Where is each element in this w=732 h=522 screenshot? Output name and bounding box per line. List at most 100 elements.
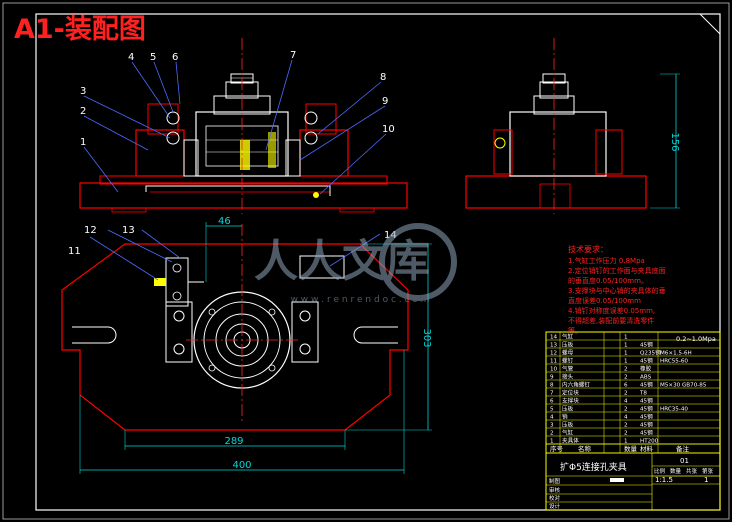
title-part-name: 扩Φ5连接孔夹具 xyxy=(560,461,627,473)
bom-header: 序号 名称 数量 材料 备注 xyxy=(545,443,721,454)
dim-289: 289 xyxy=(224,436,243,447)
bom-cell: 4 xyxy=(624,414,628,420)
bom-cell: 12 xyxy=(550,350,557,356)
bom-cell: 2 xyxy=(624,406,628,412)
bom-cell: 45钢 xyxy=(640,420,653,428)
frame-corner-mark xyxy=(699,13,721,35)
notes-heading: 技术要求： xyxy=(568,244,608,254)
sheet-title: A1-装配图 xyxy=(14,14,146,45)
bom-cell: 2 xyxy=(624,366,628,372)
bom-cell: 2 xyxy=(624,390,628,396)
front-leaders xyxy=(83,59,387,195)
plan-clamp-right xyxy=(291,301,319,363)
balloon-9: 9 xyxy=(382,96,388,107)
bom-cell: 1 xyxy=(624,342,628,348)
note-line-4: 3.支撑块与中心销的夹具体的垂 xyxy=(568,286,666,295)
bom-cell: 2 xyxy=(624,374,628,380)
side-pin xyxy=(494,137,506,149)
balloon-5: 5 xyxy=(150,52,156,63)
bom-cell: 6 xyxy=(624,382,628,388)
bom-cell: 7 xyxy=(550,390,554,396)
plan-cylinder xyxy=(299,255,345,279)
bom-cell: 9 xyxy=(550,374,554,380)
front-foot-left xyxy=(111,207,147,213)
side-view: 156 xyxy=(465,38,680,214)
watermark: 人人文库 w w w . r e n r e n d o c . c o m xyxy=(254,223,457,305)
bom-cell: 8 xyxy=(550,382,554,388)
left-pin-lower xyxy=(166,131,180,145)
sign-label-draw: 制图 xyxy=(549,477,561,485)
plan-pin-left-1 xyxy=(173,310,185,322)
balloon-3: 3 xyxy=(80,86,86,97)
bom-cell: 接头 xyxy=(562,372,574,380)
pressure-label: 0.2~1.0Mpa xyxy=(676,335,716,343)
dim-400: 400 xyxy=(232,460,251,471)
side-cylinder xyxy=(595,129,623,175)
bom-cell: 4 xyxy=(550,414,554,420)
pipe-fitting xyxy=(313,192,319,198)
bom-cell: T8 xyxy=(639,390,647,396)
plan-screw xyxy=(154,278,166,286)
side-clamp-body xyxy=(509,111,607,177)
bom-header-name: 名称 xyxy=(578,444,592,453)
balloon-1: 1 xyxy=(80,137,86,148)
bom-cell: 1 xyxy=(624,438,628,444)
bom-cell: 压板 xyxy=(562,340,574,348)
title-label-sheet: 第张 xyxy=(702,467,714,475)
dim-46: 46 xyxy=(218,216,231,227)
sign-label-proof: 校对 xyxy=(549,494,561,502)
bom-cell: M6×1.5-6H xyxy=(660,350,692,356)
bom-cell: 橡胶 xyxy=(640,364,652,372)
plan-clamp-left xyxy=(165,301,193,363)
locating-block-left xyxy=(240,140,250,170)
front-view xyxy=(79,38,408,214)
bom-cell: 螺钉 xyxy=(562,356,574,364)
balloon-4: 4 xyxy=(128,52,134,63)
right-pin-upper xyxy=(304,111,318,125)
bom-cell: 1 xyxy=(550,438,554,444)
bom-cell: 11 xyxy=(550,358,558,364)
bom-cell: 45钢 xyxy=(640,356,653,364)
title-drawing-no: 01 xyxy=(680,457,689,465)
plan-pin-right-2 xyxy=(299,343,311,355)
bom-cell: 45钢 xyxy=(640,412,653,420)
workpiece-body xyxy=(195,111,289,177)
title-label-scale: 比例 xyxy=(654,467,666,475)
note-line-2: 2.定位销钉的工作面与夹具底面 xyxy=(568,266,666,275)
balloon-13: 13 xyxy=(122,225,135,236)
bom-cell: 定位块 xyxy=(562,388,579,396)
bom-cell: 内六角螺钉 xyxy=(562,380,590,388)
dim-303: 303 xyxy=(421,328,432,347)
bom-cell: 10 xyxy=(550,366,558,372)
balloon-7: 7 xyxy=(290,50,296,61)
right-pin-lower xyxy=(304,131,318,145)
balloon-12: 12 xyxy=(84,225,97,236)
bom-cell: 45钢 xyxy=(640,404,653,412)
bom-header-remark: 备注 xyxy=(676,444,690,453)
bom-cell: 2 xyxy=(624,430,628,436)
title-stamp-mark xyxy=(610,478,624,482)
note-line-6: 4.销钉对称度误差0.05mm, xyxy=(568,306,655,315)
bom-cell: 1 xyxy=(624,358,628,364)
bom-cell: 气缸 xyxy=(562,428,574,436)
bom-cell: 气缸 xyxy=(562,332,574,340)
title-label-total: 共张 xyxy=(686,467,698,475)
bom-cell: 夹具体 xyxy=(562,436,579,444)
technical-notes: 技术要求： 1.气缸工作压力 0.8Mpa 2.定位销钉的工作面与夹具底面 的垂… xyxy=(568,244,666,335)
title-sheet-count: 1 xyxy=(704,476,708,484)
bom-cell: 压板 xyxy=(562,420,574,428)
right-support-block xyxy=(285,139,301,177)
note-line-7: 不得超差,装配前要清洗零件 xyxy=(568,316,654,325)
bom-cell: 45钢 xyxy=(640,380,653,388)
balloon-8: 8 xyxy=(380,72,386,83)
bom-cell: 销 xyxy=(562,412,568,420)
left-clamp-block xyxy=(135,129,185,177)
bom-cell: HT200 xyxy=(640,438,659,444)
title-label-qty: 数量 xyxy=(670,467,682,475)
bom-cell: 螺母 xyxy=(562,348,574,356)
side-base-slot xyxy=(539,183,571,209)
bom-cell: 1 xyxy=(624,350,628,356)
